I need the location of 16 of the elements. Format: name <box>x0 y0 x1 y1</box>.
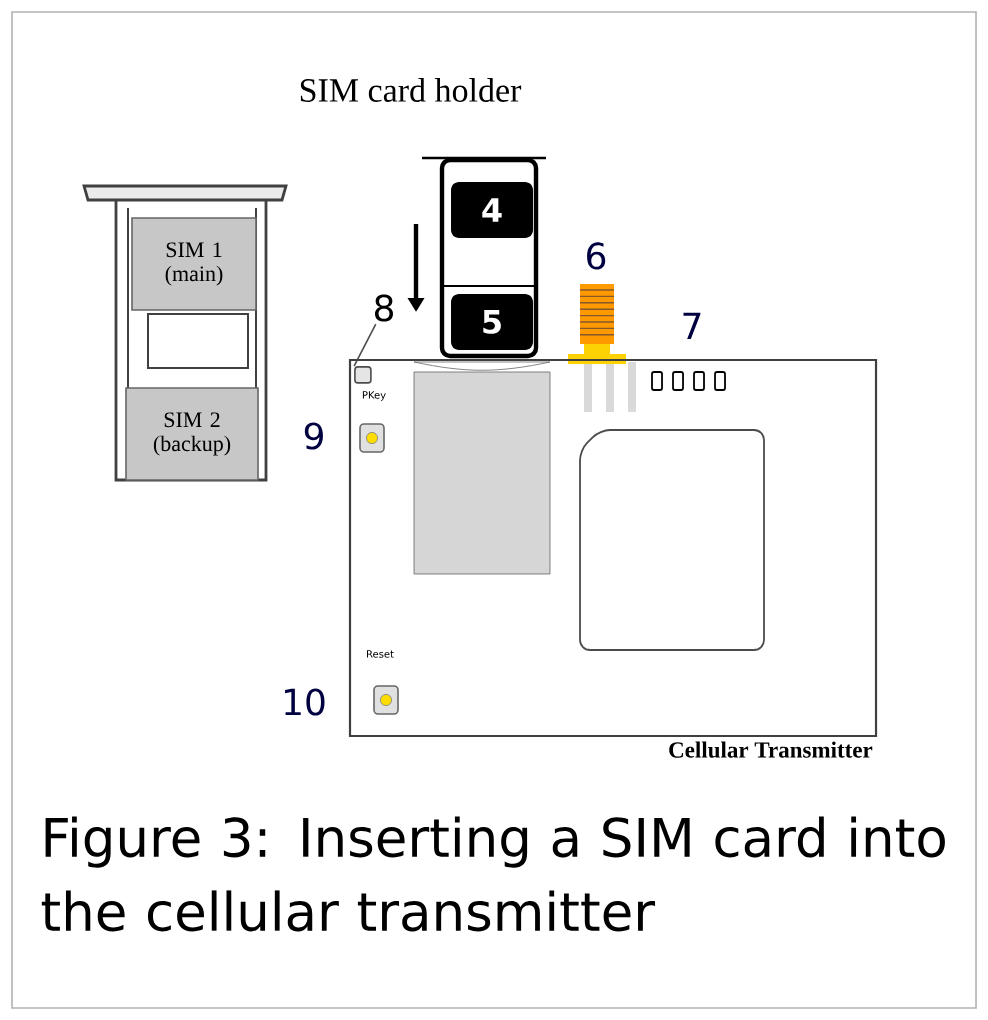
callout-number: 6 <box>587 242 606 270</box>
caption: Figure 3: Inserting a SIM card into the cellular transmitter <box>41 816 945 932</box>
corner-notch <box>354 366 372 384</box>
callout-number: 7 <box>683 312 701 340</box>
callout-number: 9 <box>304 422 323 450</box>
callout-number: 10 <box>285 688 325 716</box>
node-label: 5 <box>483 310 501 334</box>
sim-card: 4 <box>451 182 533 238</box>
callout-number: 8 <box>375 294 393 322</box>
sim-card: SIM 2 (backup) <box>125 387 259 481</box>
node-label: 4 <box>482 198 502 222</box>
sim-card: 5 <box>451 294 533 350</box>
sim-card: SIM 1 (main) <box>131 217 257 311</box>
leader-line <box>353 323 377 367</box>
title: SIM card holder <box>300 78 522 102</box>
node-label: Cellular Transmitter <box>669 741 873 758</box>
